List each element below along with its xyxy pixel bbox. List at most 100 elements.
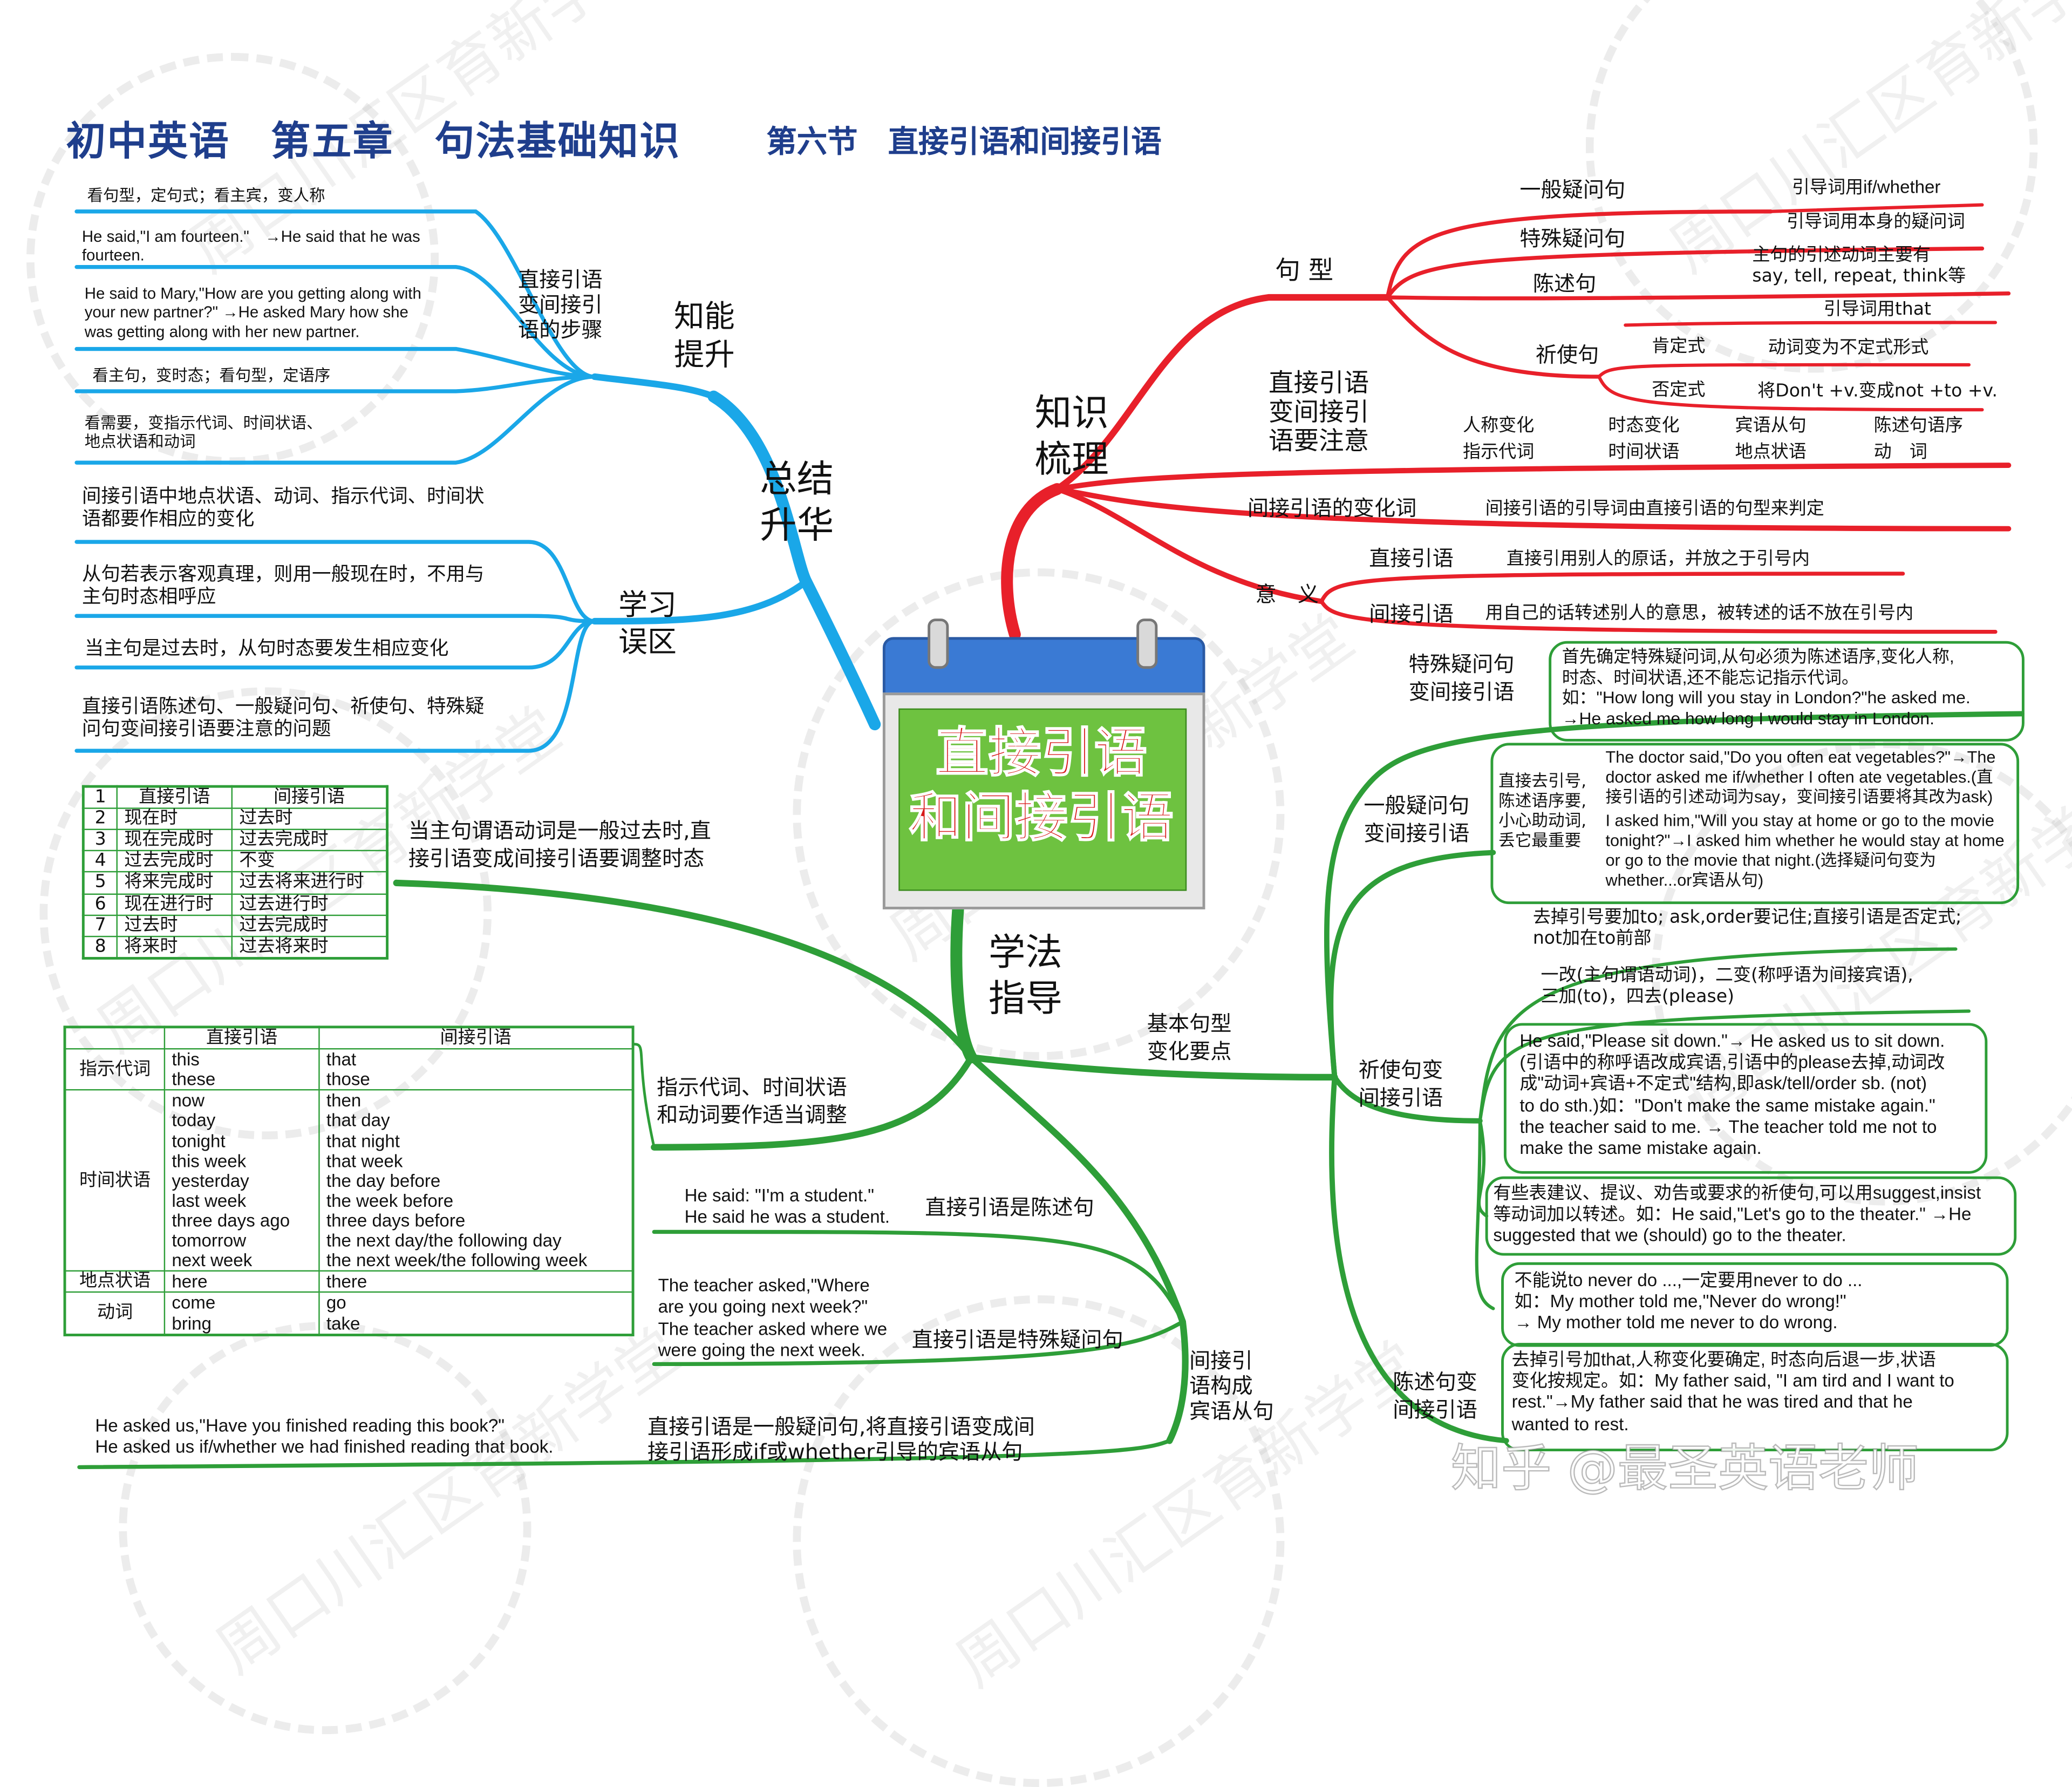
center-title: 直接引语 和间接引语	[898, 722, 1184, 851]
that-note: 引导词用that	[1823, 298, 1932, 320]
table-cell: 过去时	[231, 807, 388, 831]
row-label: 时间状语	[64, 1089, 166, 1272]
imperative-note-3: He said,"Please sit down."→ He asked us …	[1519, 1031, 1945, 1158]
direct-speech-label: 直接引语	[1369, 546, 1454, 571]
table-cell: 3	[83, 829, 118, 852]
table-cell: 现在时	[116, 807, 233, 831]
signature-watermark: 知乎 @最圣英语老师	[1450, 1439, 1920, 1498]
special-question-label: 特殊疑问句	[1519, 226, 1626, 252]
table-cell: 过去将来时	[231, 935, 388, 959]
indirect-speech-text: 用自己的话转述别人的意思，被转述的话不放在引号内	[1485, 602, 1914, 624]
demonstratives-table: 直接引语 间接引语 指示代词 this these that those 时间状…	[63, 1025, 635, 1336]
table-cell: 现在完成时	[116, 829, 233, 852]
special-clause-example: The teacher asked,"Where are you going n…	[658, 1275, 888, 1361]
section-title: 第六节 直接引语和间接引语	[766, 125, 1162, 160]
connector-lines	[74, 203, 2025, 1470]
table-cell: 过去完成时	[231, 914, 388, 937]
row-label: 指示代词	[64, 1048, 166, 1091]
page-title: 初中英语 第五章 句法基础知识	[66, 119, 681, 166]
notes-label: 直接引语 变间接引 语要注意	[1269, 369, 1369, 456]
mistake-item-3: 当主句是过去时，从句时态要发生相应变化	[84, 638, 449, 660]
negative-label: 否定式	[1652, 379, 1706, 401]
table-cell: 5	[83, 871, 118, 894]
affirmative-label: 肯定式	[1652, 336, 1706, 357]
table-cell: this these	[163, 1048, 320, 1091]
table-header: 间接引语	[231, 785, 388, 810]
calendar-ring-icon	[1136, 619, 1158, 669]
table-cell: 2	[83, 807, 118, 831]
special-change-text: 首先确定特殊疑问词,从句必须为陈述语序,变化人称, 时态、时间状语,还不能忘记指…	[1562, 646, 1971, 728]
summary-label: 总结 升华	[760, 457, 834, 547]
imperative-change-label: 祈使句变 间接引语	[1358, 1057, 1443, 1110]
step-item-2: He said,"I am fourteen." →He said that h…	[81, 227, 420, 265]
declarative-change-box	[1501, 1343, 2009, 1452]
table-cell: then that day that night that week the d…	[318, 1089, 634, 1272]
ability-label: 知能 提升	[673, 300, 735, 373]
table-cell: 6	[83, 893, 118, 916]
center-calendar: 直接引语 和间接引语	[875, 619, 1208, 909]
table-header: 直接引语	[116, 785, 233, 810]
mistake-item-1: 间接引语中地点状语、动词、指示代词、时间状 语都要作相应的变化	[81, 486, 485, 531]
tense-label: 当主句谓语动词是一般过去时,直 接引语变成间接引语要调整时态	[408, 818, 711, 871]
general-clause-label: 直接引语是一般疑问句,将直接引语变成间 接引语形成if或whether引导的宾语…	[648, 1414, 1035, 1465]
meaning-label: 意 义	[1255, 581, 1319, 607]
steps-label: 直接引语 变间接引 语的步骤	[518, 267, 603, 343]
mistakes-label: 学习 误区	[618, 589, 677, 659]
table-cell: 过去进行时	[231, 893, 388, 916]
mistake-item-4: 直接引语陈述句、一般疑问句、祈使句、特殊疑 问句变间接引语要注意的问题	[81, 696, 485, 741]
imperative-note-4: 有些表建议、提议、劝告或要求的祈使句,可以用suggest,insist 等动词…	[1493, 1183, 1981, 1246]
declarative-change-label: 陈述句变 间接引语	[1393, 1369, 1478, 1422]
demonstratives-label: 指示代词、时间状语 和动词要作适当调整	[657, 1075, 847, 1127]
green-branches	[77, 711, 2025, 1470]
table-row: 直接引语 间接引语	[64, 1026, 634, 1050]
imperative-box-2	[1485, 1176, 2017, 1256]
note-item-4: 陈述句语序 动 词	[1873, 415, 1963, 463]
table-cell: here	[163, 1270, 320, 1294]
direct-speech-text: 直接引用别人的原话，并放之于引号内	[1506, 548, 1810, 570]
table-cell: there	[318, 1270, 634, 1294]
declarative-change-text: 去掉引号加that,人称变化要确定, 时态向后退一步,状语 变化按规定。如：My…	[1511, 1349, 1954, 1434]
table-cell: 过去完成时	[116, 850, 233, 873]
sentence-types-label: 句 型	[1275, 256, 1334, 286]
table-cell: 1	[83, 785, 118, 810]
knowledge-label: 知识 梳理	[1034, 391, 1109, 481]
blue-branches	[74, 209, 881, 753]
imperative-note-5: 不能说to never do ...,一定要用never to do ... 如…	[1514, 1270, 1863, 1333]
center-title-line2: 和间接引语	[909, 787, 1174, 849]
table-row: 指示代词 this these that those	[64, 1048, 634, 1091]
row-label: 地点状语	[64, 1270, 166, 1294]
table-row: 地点状语 here there	[64, 1270, 634, 1294]
special-change-box	[1549, 641, 2025, 742]
declarative-note: 主句的引述动词主要有 say, tell, repeat, think等	[1752, 244, 1966, 287]
table-cell	[64, 1026, 166, 1050]
table-cell: 将来完成时	[116, 871, 233, 894]
declarative-clause-example: He said: "I'm a student." He said he was…	[684, 1185, 890, 1227]
general-change-side: 直接去引号, 陈述语序要, 小心助动词, 丢它最重要	[1498, 770, 1586, 850]
calendar-face	[898, 708, 1187, 891]
note-item-1: 人称变化 指示代词	[1463, 415, 1535, 463]
general-clause-example: He asked us,"Have you finished reading t…	[95, 1415, 554, 1457]
note-item-2: 时态变化 时间状语	[1608, 415, 1680, 463]
center-title-line1: 直接引语	[935, 722, 1148, 784]
general-question-note: 引导词用if/whether	[1791, 177, 1941, 197]
imperative-box-1	[1503, 1023, 1988, 1174]
imperative-note-1: 去掉引号要加to; ask,order要记住;直接引语是否定式; not加在to…	[1532, 907, 1962, 949]
note-item-3: 宾语从句 地点状语	[1735, 415, 1807, 463]
general-change-label: 一般疑问句 变间接引语	[1364, 793, 1470, 846]
table-row: 时间状语 now today tonight this week yesterd…	[64, 1089, 634, 1272]
calendar-ring-icon	[928, 619, 949, 669]
table-cell: come bring	[163, 1292, 320, 1335]
imperative-label: 祈使句	[1535, 342, 1599, 368]
declarative-clause-label: 直接引语是陈述句	[925, 1194, 1094, 1220]
table-cell: 过去时	[116, 914, 233, 937]
special-change-label: 特殊疑问句 变间接引语	[1408, 651, 1515, 704]
general-question-label: 一般疑问句	[1519, 177, 1626, 202]
table-cell: 不变	[231, 850, 388, 873]
table-row: 1 直接引语 间接引语	[83, 785, 388, 810]
change-words-label: 间接引语的变化词	[1247, 495, 1417, 521]
